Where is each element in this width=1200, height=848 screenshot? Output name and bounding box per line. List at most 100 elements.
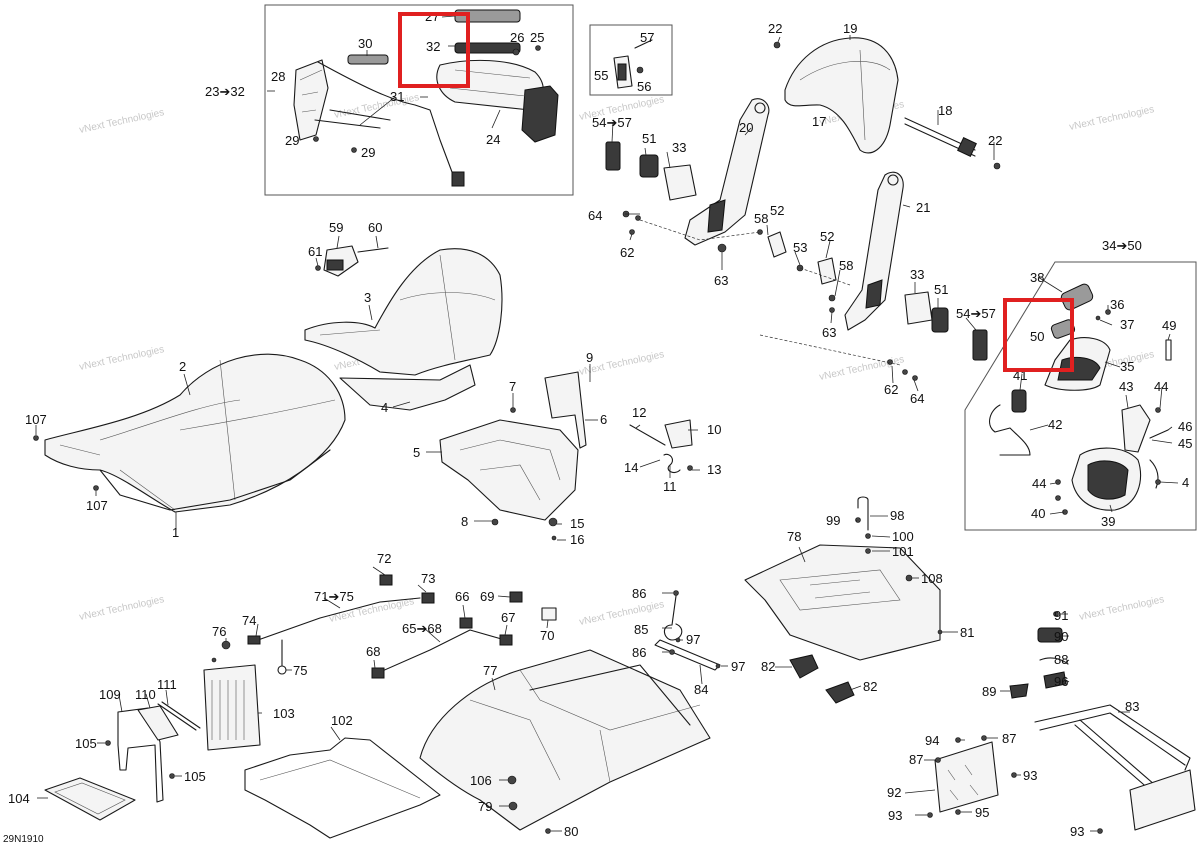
callout-77: 77 <box>483 663 497 678</box>
callout-7: 7 <box>509 379 516 394</box>
hardware-103-clip <box>211 657 217 663</box>
part-104-tray <box>44 777 136 821</box>
part-111-strip <box>157 701 201 731</box>
inset-box-trunk-backrest <box>964 261 1197 531</box>
callout-87: 87 <box>909 752 923 767</box>
callout-78: 78 <box>787 529 801 544</box>
callout-5: 5 <box>413 445 420 460</box>
callout-15: 15 <box>570 516 584 531</box>
callout-2: 2 <box>179 359 186 374</box>
part-30-pad <box>347 54 389 65</box>
callout-35: 35 <box>1120 359 1134 374</box>
part-92-plate <box>934 741 999 813</box>
callout-91: 91 <box>1054 608 1068 623</box>
callout-58: 58 <box>839 258 853 273</box>
callout-55: 55 <box>594 68 608 83</box>
callout-33: 33 <box>910 267 924 282</box>
callout-20: 20 <box>739 120 753 135</box>
part-57-pin <box>634 39 653 49</box>
part-32-pad <box>454 42 521 54</box>
callout-107: 107 <box>25 412 47 427</box>
callout-8: 8 <box>461 514 468 529</box>
callout-34: 34➔50 <box>1102 238 1142 253</box>
callout-62: 62 <box>620 245 634 260</box>
callout-19: 19 <box>843 21 857 36</box>
callout-33: 33 <box>672 140 686 155</box>
part-29-screw <box>351 147 357 153</box>
callout-93: 93 <box>1023 768 1037 783</box>
callout-109: 109 <box>99 687 121 702</box>
callout-44: 44 <box>1032 476 1046 491</box>
callout-6: 6 <box>600 412 607 427</box>
callout-81: 81 <box>960 625 974 640</box>
callout-45: 45 <box>1178 436 1192 451</box>
callout-44: 44 <box>1154 379 1168 394</box>
callout-62: 62 <box>884 382 898 397</box>
callout-93: 93 <box>1070 824 1084 839</box>
callout-64: 64 <box>910 391 924 406</box>
callout-21: 21 <box>916 200 930 215</box>
callout-29: 29 <box>285 133 299 148</box>
part-5-storage-bracket <box>439 419 579 521</box>
callout-24: 24 <box>486 132 500 147</box>
callout-labels: 1 2 3 4 4 5 6 7 8 9 10 11 12 13 14 15 16… <box>8 9 1192 839</box>
callout-9: 9 <box>586 350 593 365</box>
part-84-strap <box>654 639 721 671</box>
part-81-screw <box>937 629 943 635</box>
callout-63: 63 <box>714 273 728 288</box>
callout-93: 93 <box>888 808 902 823</box>
part-105-screw <box>169 773 175 779</box>
callout-59: 59 <box>329 220 343 235</box>
callout-14: 14 <box>624 460 638 475</box>
part-107-screw <box>93 485 99 491</box>
part-1-seat-base <box>99 449 331 511</box>
callout-28: 28 <box>271 69 285 84</box>
callout-53: 53 <box>793 240 807 255</box>
part-83-rack <box>1034 704 1196 831</box>
callout-37: 37 <box>1120 317 1134 332</box>
watermark-text: vNext Technologies <box>1078 594 1165 623</box>
inset-box-backrest-pad <box>264 4 574 196</box>
callout-50: 50 <box>1030 329 1044 344</box>
callout-4: 4 <box>381 400 388 415</box>
callout-54: 54➔57 <box>956 306 996 321</box>
callout-87: 87 <box>1002 731 1016 746</box>
callout-26: 26 <box>510 30 524 45</box>
part-22-bolt <box>993 162 1001 170</box>
part-108-nut <box>905 574 913 582</box>
callout-32: 32 <box>426 39 440 54</box>
part-22-bolt <box>773 41 781 49</box>
callout-104: 104 <box>8 791 30 806</box>
part-78-floor-panel <box>744 544 941 661</box>
callout-97: 97 <box>686 632 700 647</box>
part-31-frame <box>314 61 465 187</box>
callout-72: 72 <box>377 551 391 566</box>
callout-64: 64 <box>588 208 602 223</box>
callout-100: 100 <box>892 529 914 544</box>
watermark-text: vNext Technologies <box>333 92 420 121</box>
callout-94: 94 <box>925 733 939 748</box>
callout-25: 25 <box>530 30 544 45</box>
highlight-box-part-32 <box>398 12 470 88</box>
callout-82: 82 <box>761 659 775 674</box>
part-29-screw <box>313 136 319 142</box>
part-49-bracket <box>1165 339 1172 361</box>
callout-80: 80 <box>564 824 578 839</box>
callout-52: 52 <box>820 229 834 244</box>
callout-51: 51 <box>642 131 656 146</box>
watermark-text: vNext Technologies <box>1068 104 1155 133</box>
part-97-nut <box>675 637 681 643</box>
callout-102: 102 <box>331 713 353 728</box>
part-69-connector <box>509 591 523 603</box>
callout-111: 111 <box>157 677 177 692</box>
callout-56: 56 <box>637 79 651 94</box>
callout-103: 103 <box>273 706 295 721</box>
callout-98: 98 <box>890 508 904 523</box>
callout-67: 67 <box>501 610 515 625</box>
part-28-bracket <box>293 59 329 141</box>
part-42-frame <box>989 389 1031 456</box>
callout-29: 29 <box>361 145 375 160</box>
callout-4: 4 <box>1182 475 1189 490</box>
watermark-text: vNext Technologies <box>78 344 165 373</box>
part-55-latch-plate <box>613 55 633 89</box>
